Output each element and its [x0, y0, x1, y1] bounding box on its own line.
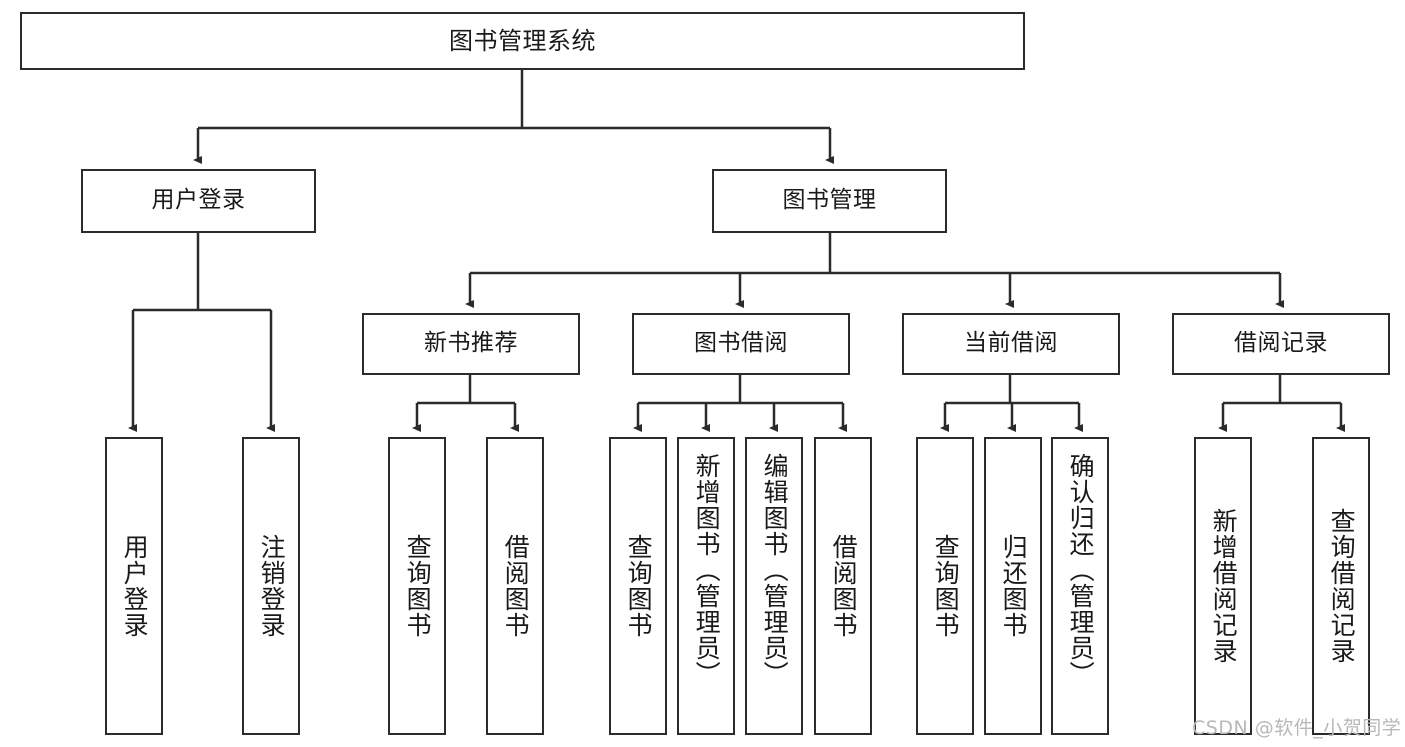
node-label: 图书借阅: [694, 330, 788, 357]
node-root-system[interactable]: 图书管理系统: [20, 12, 1025, 70]
leaf-user-login-logout[interactable]: 注销登录: [242, 437, 300, 735]
leaf-borrow-record-query[interactable]: 查询借阅记录: [1312, 437, 1370, 735]
leaf-current-borrow-confirm[interactable]: 确认归还（管理员）: [1051, 437, 1109, 735]
node-label: 借阅图书: [829, 534, 859, 638]
node-label: 图书管理系统: [449, 26, 596, 55]
node-label: 查询图书: [403, 534, 433, 638]
node-label: 查询图书: [624, 534, 654, 638]
node-label: 注销登录: [257, 534, 287, 638]
leaf-book-borrow-edit[interactable]: 编辑图书（管理员）: [745, 437, 803, 735]
node-current-borrow[interactable]: 当前借阅: [902, 313, 1120, 375]
node-label: 新增借阅记录: [1209, 508, 1239, 664]
leaf-new-book-borrow[interactable]: 借阅图书: [486, 437, 544, 735]
leaf-new-book-query[interactable]: 查询图书: [388, 437, 446, 735]
leaf-book-borrow-add[interactable]: 新增图书（管理员）: [677, 437, 735, 735]
leaf-borrow-record-add[interactable]: 新增借阅记录: [1194, 437, 1252, 735]
leaf-book-borrow-query[interactable]: 查询图书: [609, 437, 667, 735]
node-label: 借阅图书: [501, 534, 531, 638]
node-label: 查询图书: [931, 534, 961, 638]
node-label: 借阅记录: [1234, 330, 1328, 357]
node-label: 确认归还（管理员）: [1066, 453, 1096, 687]
node-borrow-record[interactable]: 借阅记录: [1172, 313, 1390, 375]
node-label: 编辑图书（管理员）: [760, 453, 790, 687]
watermark-text: CSDN @软件_小贺同学: [1192, 717, 1402, 739]
node-label: 新增图书（管理员）: [692, 453, 722, 687]
node-book-management[interactable]: 图书管理: [712, 169, 947, 233]
node-label: 图书管理: [782, 187, 877, 214]
node-label: 用户登录: [151, 187, 246, 214]
node-new-book-recommend[interactable]: 新书推荐: [362, 313, 580, 375]
node-book-borrow[interactable]: 图书借阅: [632, 313, 850, 375]
node-label: 新书推荐: [424, 330, 518, 357]
node-label: 用户登录: [120, 534, 150, 638]
leaf-user-login-login[interactable]: 用户登录: [105, 437, 163, 735]
leaf-book-borrow-borrow[interactable]: 借阅图书: [814, 437, 872, 735]
node-user-login[interactable]: 用户登录: [81, 169, 316, 233]
leaf-current-borrow-query[interactable]: 查询图书: [916, 437, 974, 735]
leaf-current-borrow-return[interactable]: 归还图书: [984, 437, 1042, 735]
node-label: 当前借阅: [964, 330, 1058, 357]
node-label: 查询借阅记录: [1327, 508, 1357, 664]
node-label: 归还图书: [999, 534, 1029, 638]
